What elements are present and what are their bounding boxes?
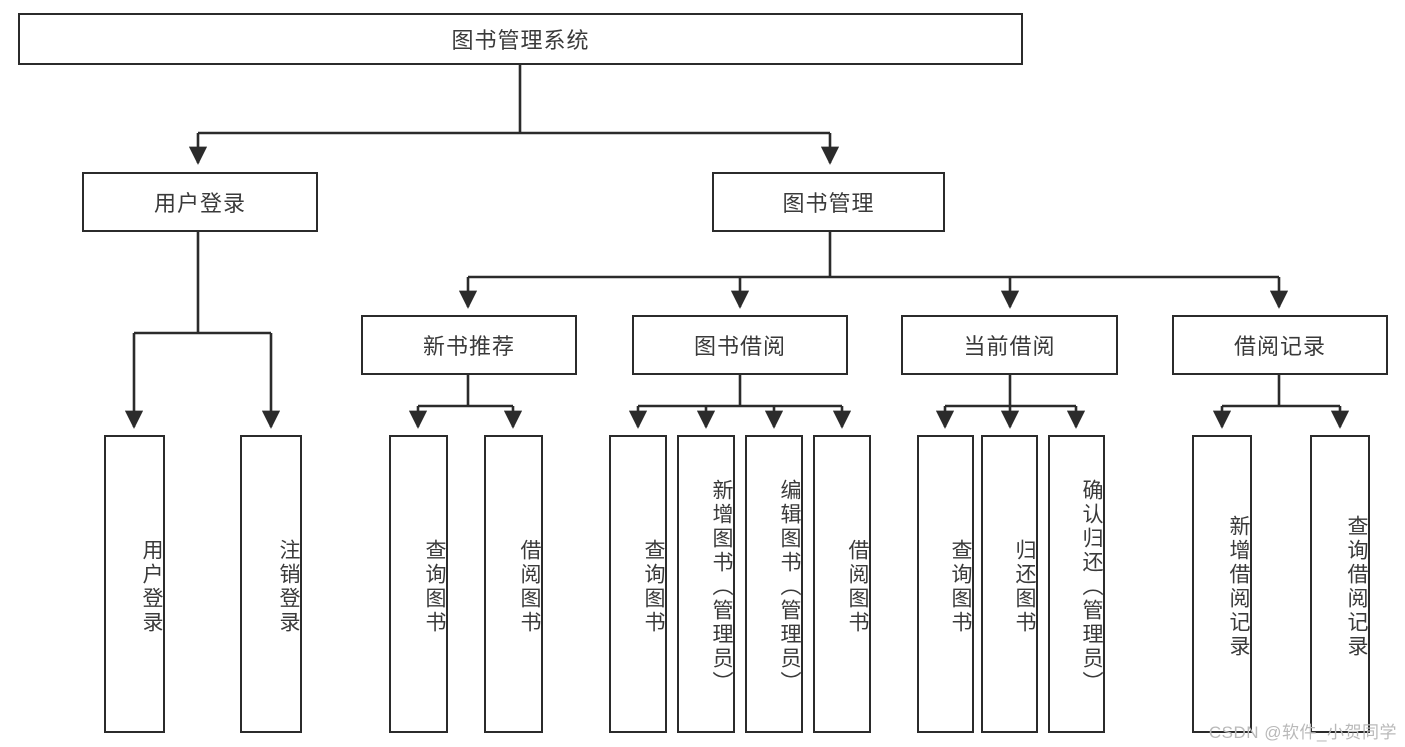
node-user-login-label: 用户登录: [153, 191, 246, 216]
node-root[interactable]: 图书管理系统: [18, 13, 1023, 65]
node-new-book-recommend-label: 新书推荐: [422, 334, 515, 359]
leaf-add-borrow-record-label: 新增借阅记录: [1227, 515, 1250, 659]
leaf-edit-book-admin-label: 编辑图书（管理员）: [778, 479, 801, 695]
node-borrow-record-label: 借阅记录: [1233, 334, 1326, 359]
node-book-management-label: 图书管理: [782, 191, 875, 216]
leaf-logout-label: 注销登录: [277, 539, 300, 635]
leaf-borrow-book-recommend[interactable]: 借阅图书: [484, 435, 543, 733]
leaf-return-book-label: 归还图书: [1013, 539, 1036, 635]
leaf-query-book-recommend-label: 查询图书: [423, 539, 446, 635]
leaf-query-book-borrow[interactable]: 查询图书: [609, 435, 667, 733]
node-book-management[interactable]: 图书管理: [712, 172, 945, 232]
node-book-borrow-label: 图书借阅: [693, 334, 786, 359]
leaf-query-borrow-record[interactable]: 查询借阅记录: [1310, 435, 1370, 733]
leaf-query-book-current-label: 查询图书: [949, 539, 972, 635]
node-current-borrow-label: 当前借阅: [963, 334, 1056, 359]
leaf-query-borrow-record-label: 查询借阅记录: [1345, 515, 1368, 659]
node-borrow-record[interactable]: 借阅记录: [1172, 315, 1388, 375]
leaf-confirm-return-admin[interactable]: 确认归还（管理员）: [1048, 435, 1105, 733]
leaf-add-book-admin-label: 新增图书（管理员）: [710, 479, 733, 695]
leaf-query-book-recommend[interactable]: 查询图书: [389, 435, 448, 733]
leaf-borrow-book-label: 借阅图书: [846, 539, 869, 635]
node-new-book-recommend[interactable]: 新书推荐: [361, 315, 577, 375]
leaf-logout[interactable]: 注销登录: [240, 435, 302, 733]
leaf-return-book[interactable]: 归还图书: [981, 435, 1038, 733]
leaf-add-borrow-record[interactable]: 新增借阅记录: [1192, 435, 1252, 733]
leaf-confirm-return-admin-label: 确认归还（管理员）: [1080, 479, 1103, 695]
leaf-user-login-label: 用户登录: [140, 539, 163, 635]
node-user-login[interactable]: 用户登录: [82, 172, 318, 232]
node-book-borrow[interactable]: 图书借阅: [632, 315, 848, 375]
leaf-query-book-borrow-label: 查询图书: [642, 539, 665, 635]
node-root-label: 图书管理系统: [451, 28, 590, 53]
leaf-edit-book-admin[interactable]: 编辑图书（管理员）: [745, 435, 803, 733]
leaf-borrow-book-recommend-label: 借阅图书: [518, 539, 541, 635]
leaf-user-login[interactable]: 用户登录: [104, 435, 165, 733]
leaf-query-book-current[interactable]: 查询图书: [917, 435, 974, 733]
leaf-borrow-book[interactable]: 借阅图书: [813, 435, 871, 733]
node-current-borrow[interactable]: 当前借阅: [901, 315, 1118, 375]
leaf-add-book-admin[interactable]: 新增图书（管理员）: [677, 435, 735, 733]
